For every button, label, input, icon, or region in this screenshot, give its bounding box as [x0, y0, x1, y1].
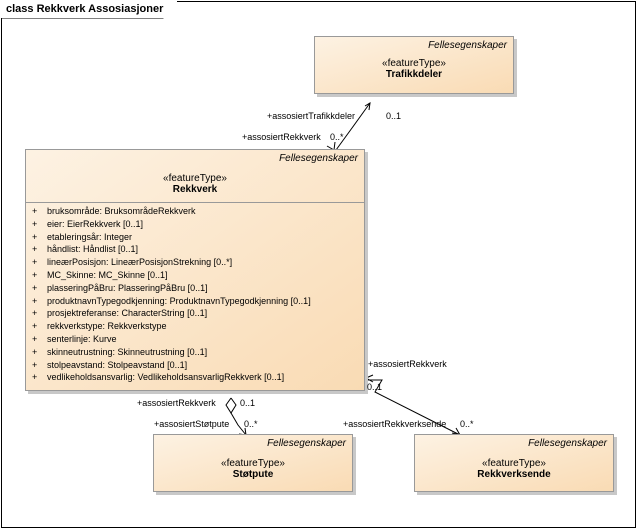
- attribute-row[interactable]: + stolpeavstand: Stolpeavstand [0..1]: [26, 359, 364, 372]
- attribute-text: MC_Skinne: MC_Skinne [0..1]: [47, 269, 168, 280]
- attribute-row[interactable]: + plasseringPåBru: PlasseringPåBru [0..1]: [26, 282, 364, 295]
- visibility: +: [32, 218, 38, 229]
- attribute-text: rekkverkstype: Rekkverkstype: [47, 321, 167, 332]
- visibility: +: [32, 321, 38, 332]
- visibility: +: [32, 295, 38, 306]
- attribute-row[interactable]: + håndlist: Håndlist [0..1]: [26, 243, 364, 256]
- class-tag: Fellesegenskaper: [428, 40, 507, 51]
- visibility: +: [32, 257, 38, 268]
- class-rekkverksende[interactable]: Fellesegenskaper «featureType» Rekkverks…: [414, 434, 614, 492]
- class-rekkverk[interactable]: Fellesegenskaper «featureType» Rekkverk …: [25, 149, 365, 391]
- class-tag: Fellesegenskaper: [267, 438, 346, 449]
- arrowhead-rekkverk-right: [364, 374, 374, 383]
- class-stereotype: «featureType»: [382, 58, 446, 69]
- class-name: Rekkverk: [172, 184, 218, 195]
- class-trafikkdeler[interactable]: Fellesegenskaper «featureType» Trafikkde…: [314, 36, 514, 94]
- role-label-rekkverksende: +assosiertRekkverksende: [343, 419, 447, 429]
- attribute-text: senterlinje: Kurve: [47, 333, 117, 344]
- visibility: +: [32, 206, 38, 216]
- attribute-row[interactable]: + MC_Skinne: MC_Skinne [0..1]: [26, 269, 364, 282]
- attribute-row[interactable]: + bruksområde: BruksområdeRekkverk: [26, 205, 364, 218]
- visibility: +: [32, 346, 38, 357]
- class-stereotype: «featureType»: [482, 458, 546, 469]
- role-label-rekkverk-bottom: +assosiertRekkverk: [137, 398, 216, 408]
- attribute-text: plasseringPåBru: PlasseringPåBru [0..1]: [47, 282, 208, 293]
- multiplicity-rekkverk-top: 0..*: [330, 132, 344, 142]
- multiplicity-rekkverk-right: 0..1: [367, 382, 383, 392]
- attribute-text: håndlist: Håndlist [0..1]: [47, 244, 139, 255]
- role-label-rekkverk-right: +assosiertRekkverk: [368, 359, 447, 369]
- visibility: +: [32, 308, 38, 319]
- association-rekkverk-stotpute: [230, 412, 247, 436]
- attribute-row[interactable]: + produktnavnTypegodkjenning: Produktnavn…: [26, 295, 364, 308]
- class-name: Støtpute: [232, 469, 274, 480]
- attribute-list: + bruksområde: BruksområdeRekkverk + eier:…: [26, 202, 364, 384]
- role-label-trafikkdeler: +assosiertTrafikkdeler: [267, 111, 355, 121]
- class-stotpute[interactable]: Fellesegenskaper «featureType» Støtpute: [153, 434, 353, 492]
- attribute-row[interactable]: + eier: EierRekkverk [0..1]: [26, 218, 364, 231]
- visibility: +: [32, 244, 38, 255]
- class-stereotype: «featureType»: [163, 173, 227, 184]
- attribute-row[interactable]: + etableringsår: Integer: [26, 231, 364, 244]
- multiplicity-rekkverk-bottom: 0..1: [240, 398, 256, 408]
- attribute-text: produktnavnTypegodkjenning: ProduktnavnT…: [47, 295, 311, 306]
- visibility: +: [32, 372, 38, 383]
- attribute-text: lineærPosisjon: LineærPosisjonStrekning …: [47, 257, 233, 268]
- visibility: +: [32, 269, 38, 280]
- attribute-text: skinneutrustning: Skinneutrustning [0..1…: [47, 346, 208, 357]
- role-label-stotpute: +assosiertStøtpute: [154, 419, 230, 429]
- class-stereotype: «featureType»: [221, 458, 285, 469]
- class-name: Rekkverksende: [477, 469, 551, 480]
- arrowhead-trafikkdeler: [364, 102, 371, 111]
- visibility: +: [32, 359, 38, 370]
- attribute-text: prosjektreferanse: CharacterString [0..1…: [47, 308, 208, 319]
- class-tag: Fellesegenskaper: [528, 438, 607, 449]
- class-name: Trafikkdeler: [385, 69, 443, 80]
- aggregation-diamond-rekkverk: [225, 397, 237, 414]
- attribute-row[interactable]: + senterlinje: Kurve: [26, 333, 364, 346]
- role-label-rekkverk-top: +assosiertRekkverk: [242, 132, 321, 142]
- association-trafikkdeler-rekkverk: [335, 102, 371, 151]
- attribute-text: eier: EierRekkverk [0..1]: [47, 218, 144, 229]
- attribute-text: stolpeavstand: Stolpeavstand [0..1]: [47, 359, 188, 370]
- multiplicity-trafikkdeler: 0..1: [386, 111, 402, 121]
- attribute-row[interactable]: + rekkverkstype: Rekkverkstype: [26, 320, 364, 333]
- attribute-text: etableringsår: Integer: [47, 231, 133, 242]
- attribute-row[interactable]: + vedlikeholdsansvarlig: Vedlikeholdsansv…: [26, 371, 364, 384]
- attribute-row[interactable]: + prosjektreferanse: CharacterString [0..…: [26, 307, 364, 320]
- multiplicity-rekkverksende: 0..*: [460, 419, 474, 429]
- visibility: +: [32, 333, 38, 344]
- attribute-text: bruksområde: BruksområdeRekkverk: [47, 206, 196, 216]
- visibility: +: [32, 231, 38, 242]
- multiplicity-stotpute: 0..*: [244, 419, 258, 429]
- visibility: +: [32, 282, 38, 293]
- diagram-title: class Rekkverk Assosiasjoner: [1, 1, 178, 18]
- association-rekkverk-rekkverksende: [364, 379, 461, 436]
- attribute-row[interactable]: + lineærPosisjon: LineærPosisjonStrekning…: [26, 256, 364, 269]
- attribute-text: vedlikeholdsansvarlig: Vedlikeholdsansva…: [47, 372, 285, 383]
- class-tag: Fellesegenskaper: [279, 153, 358, 164]
- attribute-row[interactable]: + skinneutrustning: Skinneutrustning [0..…: [26, 346, 364, 359]
